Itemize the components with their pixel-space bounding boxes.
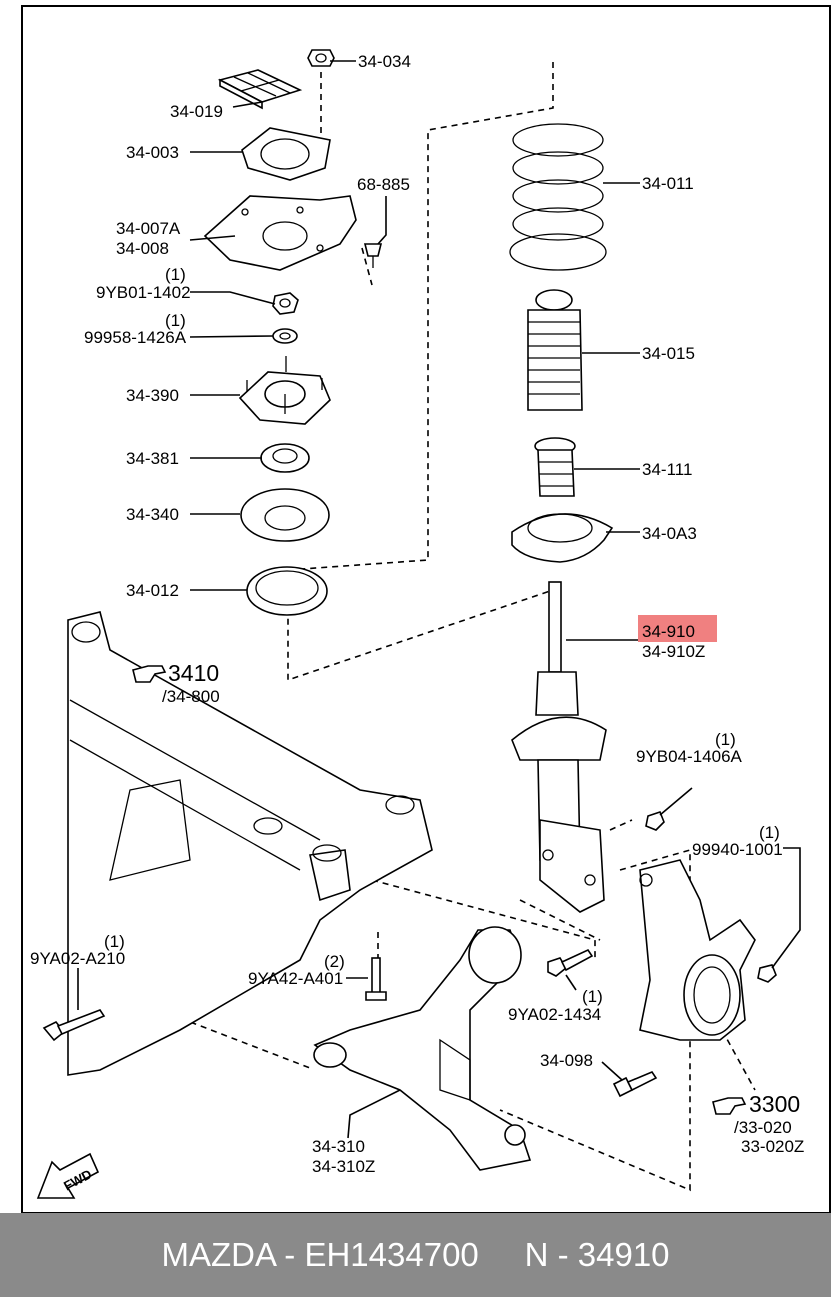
- label-9yb01-1402: 9YB01-1402: [96, 283, 191, 302]
- label-33-020z: 33-020Z: [741, 1137, 804, 1156]
- gasket-34-003: [241, 127, 331, 181]
- crossmember-34-800: [67, 611, 433, 1076]
- part-labels: 34-034 34-019 34-003 68-885 34-007A 34-0…: [30, 52, 804, 1176]
- label-34-310z: 34-310Z: [312, 1157, 375, 1176]
- washer-99958: [272, 328, 298, 344]
- cover-34-019: [217, 69, 303, 110]
- part-highlight-box: [638, 615, 717, 642]
- label-34-008: 34-008: [116, 239, 169, 258]
- label-34-034: 34-034: [358, 52, 411, 71]
- bearing-34-381: [260, 443, 310, 473]
- hand-pointer-icon-3300: [712, 1097, 747, 1115]
- label-34-910: 34-910: [642, 622, 695, 641]
- label-34-0a3: 34-0A3: [642, 524, 697, 543]
- qty-9ya02-a210: (1): [104, 932, 125, 951]
- ref-33-020: /33-020: [734, 1118, 792, 1137]
- qty-9ya02-1434: (1): [582, 987, 603, 1006]
- label-34-003: 34-003: [126, 143, 179, 162]
- label-99958-1426a: 99958-1426A: [84, 328, 187, 347]
- ref-3300: 3300: [749, 1091, 800, 1117]
- label-34-910z: 34-910Z: [642, 642, 705, 661]
- spring-seat-34-0a3: [511, 513, 614, 563]
- label-34-390: 34-390: [126, 386, 179, 405]
- qty-99958: (1): [165, 311, 186, 330]
- label-34-310: 34-310: [312, 1137, 365, 1156]
- bolt-9ya42-a401: [365, 957, 387, 1001]
- qty-9yb01: (1): [165, 265, 186, 284]
- label-34-340: 34-340: [126, 505, 179, 524]
- label-99940-1001: 99940-1001: [692, 840, 783, 859]
- label-34-012: 34-012: [126, 581, 179, 600]
- qty-99940: (1): [759, 823, 780, 842]
- bracket-34-007a: [203, 195, 357, 271]
- label-34-019: 34-019: [170, 102, 223, 121]
- ref-3410: 3410: [168, 660, 219, 686]
- clip-68-885: [363, 243, 383, 268]
- fwd-arrow-icon: FWD: [36, 1152, 100, 1199]
- label-34-011: 34-011: [642, 174, 694, 193]
- shock-absorber-34-910: [511, 581, 607, 913]
- lower-arm-34-310: [313, 926, 532, 1171]
- label-9ya02-a210: 9YA02-A210: [30, 949, 125, 968]
- bolt-9ya02-1434: [547, 948, 594, 977]
- hand-pointer-icon-3410: [132, 665, 167, 683]
- leader-lines: [77, 60, 801, 1139]
- label-9ya02-1434: 9YA02-1434: [508, 1005, 601, 1024]
- qty-9ya42: (2): [324, 952, 345, 971]
- nut-9yb04: [645, 811, 665, 831]
- bump-stop-34-111: [534, 437, 576, 497]
- coil-spring-34-011: [509, 123, 607, 271]
- ref-34-800: /34-800: [162, 687, 220, 706]
- part-number-footer: MAZDA - EH1434700 N - 34910: [0, 1213, 831, 1297]
- label-68-885: 68-885: [357, 175, 410, 194]
- mount-34-390: [238, 356, 331, 425]
- label-9yb04-1406a: 9YB04-1406A: [636, 747, 743, 766]
- label-34-098: 34-098: [540, 1051, 593, 1070]
- label-34-381: 34-381: [126, 449, 179, 468]
- nut-9yb01: [272, 292, 299, 315]
- label-34-111: 34-111: [642, 460, 692, 479]
- seat-34-340: [240, 488, 330, 542]
- qty-9yb04: (1): [715, 730, 736, 749]
- boot-34-015: [527, 289, 583, 411]
- insulator-34-012: [246, 566, 328, 616]
- knuckle-33-020: [639, 859, 777, 1041]
- bolt-9ya02-a210: [42, 1009, 106, 1042]
- label-34-007a: 34-007A: [116, 219, 181, 238]
- nut-34-034: [307, 49, 335, 67]
- label-9ya42-a401: 9YA42-A401: [248, 969, 343, 988]
- label-34-015: 34-015: [642, 344, 695, 363]
